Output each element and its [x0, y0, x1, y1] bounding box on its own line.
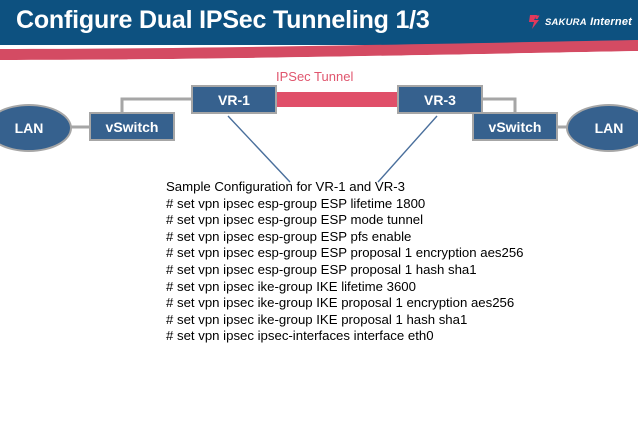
node-lan-right[interactable]: LAN: [566, 104, 638, 152]
config-line: # set vpn ipsec esp-group ESP proposal 1…: [166, 261, 477, 277]
node-vr3[interactable]: VR-3: [397, 85, 483, 114]
node-lan-left[interactable]: LAN: [0, 104, 72, 152]
config-line: # set vpn ipsec ike-group IKE proposal 1…: [166, 295, 515, 311]
page-title: Configure Dual IPSec Tunneling 1/3: [16, 6, 430, 34]
ipsec-tunnel-label: IPSec Tunnel: [276, 69, 354, 84]
node-vswitch-left[interactable]: vSwitch: [89, 112, 175, 141]
config-line: # set vpn ipsec ike-group IKE proposal 1…: [166, 311, 468, 327]
sample-configuration-block: Sample Configuration for VR-1 and VR-3 #…: [166, 179, 626, 345]
logo-text: SAKURA Internet: [545, 16, 632, 28]
header-band: [0, 0, 638, 45]
logo-text-secondary: Internet: [590, 16, 632, 28]
config-line: # set vpn ipsec esp-group ESP lifetime 1…: [166, 195, 426, 211]
config-line: # set vpn ipsec esp-group ESP pfs enable: [166, 228, 412, 244]
config-line: # set vpn ipsec ike-group IKE lifetime 3…: [166, 278, 416, 294]
config-line: # set vpn ipsec esp-group ESP proposal 1…: [166, 245, 524, 261]
network-diagram: IPSec Tunnel LAN vSwitch VR-1 VR-3 vSwit…: [0, 60, 638, 190]
sakura-internet-logo: SAKURA Internet: [528, 14, 632, 30]
config-line: # set vpn ipsec esp-group ESP mode tunne…: [166, 212, 424, 228]
sakura-logo-icon: [528, 14, 542, 30]
node-vswitch-right[interactable]: vSwitch: [472, 112, 558, 141]
config-line: # set vpn ipsec ipsec-interfaces interfa…: [166, 328, 434, 344]
config-line: Sample Configuration for VR-1 and VR-3: [166, 179, 405, 194]
logo-text-primary: SAKURA: [544, 17, 587, 28]
node-vr1[interactable]: VR-1: [191, 85, 277, 114]
diagram-connectors: [70, 97, 570, 183]
ipsec-tunnel-bar: [243, 92, 407, 107]
